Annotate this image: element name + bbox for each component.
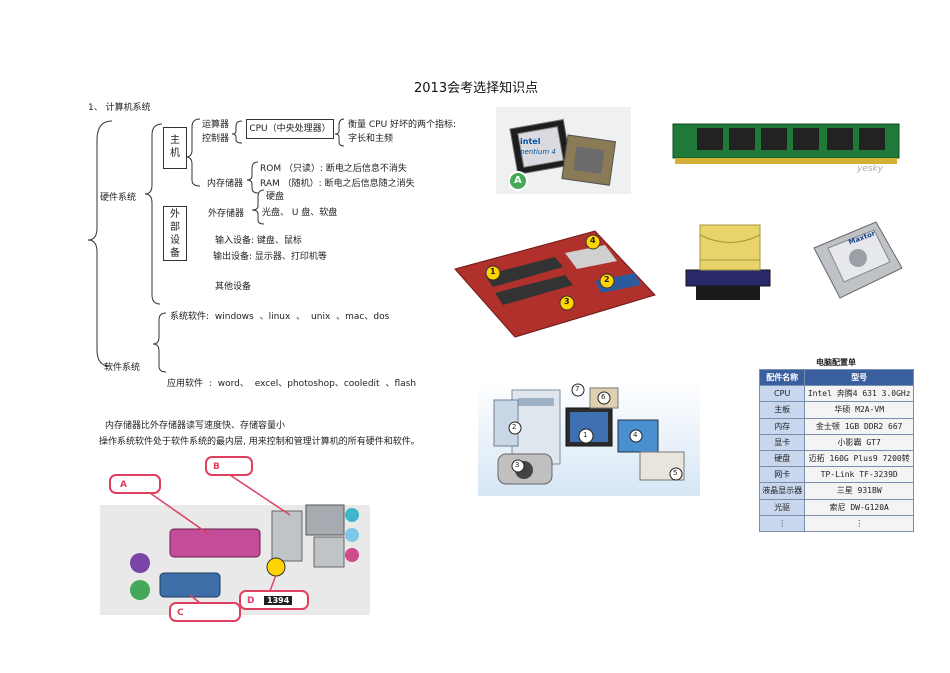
section-heading: 1、 计算机系统 (88, 103, 151, 113)
input-devices-line: 输入设备: 键盘、鼠标 (215, 236, 302, 246)
cpu-photo: intel pentium 4 A (496, 107, 631, 194)
ports-badge-b: B (213, 462, 220, 472)
note-memory-speed: 内存储器比外存储器读写速度快、存储容量小 (105, 421, 286, 431)
config-part-model: 三星 931BW (804, 482, 914, 500)
motherboard-marker-4: 4 (590, 236, 596, 245)
ports-badge-c: C (177, 608, 184, 618)
config-table-row: 内存金士顿 1GB DDR2 667 (758, 417, 914, 435)
config-part-model: 金士顿 1GB DDR2 667 (804, 417, 914, 435)
peripheral-char-3: 设 (170, 235, 180, 246)
config-header-model: 型号 (804, 368, 914, 387)
config-part-model: Intel 奔腾4 631 3.0GHz (804, 385, 914, 403)
ports-badge-d: D (247, 596, 255, 606)
other-devices-line: 其他设备 (215, 282, 252, 292)
config-table-row: 光驱索尼 DW-G120A (758, 498, 914, 516)
system-software-line: 系统软件: windows 、linux 、 unix 、mac、dos (170, 312, 390, 322)
config-part-model: 小影霸 GT7 (804, 433, 914, 451)
host-box: 主 机 (163, 127, 187, 169)
config-part-name: 内存 (758, 417, 806, 435)
ribbon-cable-photo (680, 220, 775, 305)
peripheral-marker-7: 7 (575, 385, 580, 393)
cpu-chip-model: pentium 4 (520, 148, 556, 156)
ports-firewire-label: 1394 (264, 596, 293, 605)
peripheral-marker-6: 6 (601, 393, 606, 401)
cpu-metric-line-2: 字长和主频 (348, 134, 394, 144)
internal-memory-label: 内存储器 (207, 179, 244, 189)
ports-badge-a: A (120, 480, 127, 490)
peripheral-box: 外 部 设 备 (163, 206, 187, 261)
config-part-name: 硬盘 (758, 449, 806, 468)
peripheral-char-2: 部 (170, 222, 180, 233)
cpu-box: CPU（中央处理器） (246, 119, 334, 139)
config-part-name: ⋮ (758, 514, 806, 533)
peripheral-marker-3: 3 (515, 461, 520, 469)
ram-watermark: yesky (857, 164, 884, 174)
motherboard-marker-3: 3 (564, 297, 570, 306)
hard-disk-label: 硬盘 (266, 192, 285, 202)
note-operating-system: 操作系统软件处于软件系统的最内层, 用来控制和管理计算机的所有硬件和软件。 (99, 437, 420, 447)
config-table-row: 液晶显示器三星 931BW (758, 482, 914, 500)
application-software-line: 应用软件 : word、 excel、photoshop、cooledit 、f… (167, 379, 417, 389)
config-part-model: ⋮ (804, 514, 914, 533)
page-title: 2013会考选择知识点 (414, 81, 539, 96)
config-table-row: 主板华硕 M2A-VM (758, 401, 914, 419)
peripheral-char-4: 备 (170, 248, 180, 259)
config-part-name: CPU (758, 385, 806, 403)
motherboard-marker-1: 1 (490, 267, 496, 276)
config-table-title: 电脑配置单 (816, 358, 856, 367)
host-char-1: 主 (170, 135, 180, 146)
cpu-chip-brand: intel (520, 137, 541, 146)
config-header-part: 配件名称 (758, 368, 806, 387)
peripheral-marker-5: 5 (673, 469, 678, 477)
cpu-photo-badge: A (514, 175, 522, 186)
config-part-name: 光驱 (758, 498, 806, 516)
ports-photo: A B C D 1394 (100, 455, 382, 625)
host-char-2: 机 (170, 148, 180, 159)
config-table-row: 显卡小影霸 GT7 (758, 433, 914, 451)
peripheral-marker-2: 2 (512, 423, 517, 431)
external-storage-label: 外存储器 (208, 209, 245, 219)
config-part-model: 迈拓 160G Plus9 7200转 (804, 449, 914, 468)
config-part-name: 显卡 (758, 433, 806, 451)
peripheral-char-1: 外 (170, 209, 180, 220)
config-part-model: 华硕 M2A-VM (804, 401, 914, 419)
cpu-metric-line-1: 衡量 CPU 好坏的两个指标: (348, 120, 457, 130)
config-part-model: 索尼 DW-G120A (804, 498, 914, 516)
alu-label: 运算器 (202, 120, 230, 130)
peripheral-marker-1: 1 (583, 431, 588, 439)
motherboard-photo: 1 2 3 4 (445, 225, 660, 343)
motherboard-marker-2: 2 (604, 275, 610, 284)
config-part-name: 网卡 (758, 466, 806, 484)
config-part-model: TP-Link TF-3239D (804, 466, 914, 484)
output-devices-line: 输出设备: 显示器、打印机等 (213, 252, 327, 262)
hardware-system-label: 硬件系统 (100, 193, 137, 203)
peripherals-photo: 1 2 3 4 5 6 7 (478, 380, 700, 496)
hdd-photo: Maxtor (806, 218, 906, 302)
controller-label: 控制器 (202, 134, 230, 144)
config-table-row: ⋮⋮ (758, 514, 914, 533)
optical-disk-label: 光盘、 U 盘、软盘 (262, 208, 338, 218)
rom-line: ROM （只读）: 断电之后信息不消失 (260, 164, 407, 174)
ram-line: RAM （随机）: 断电之后信息随之消失 (260, 179, 415, 189)
software-system-label: 软件系统 (104, 363, 141, 373)
config-part-name: 液晶显示器 (758, 482, 806, 500)
ram-photo: yesky (667, 118, 907, 180)
config-table-row: 硬盘迈拓 160G Plus9 7200转 (758, 449, 914, 468)
config-part-name: 主板 (758, 401, 806, 419)
peripheral-marker-4: 4 (633, 431, 638, 439)
